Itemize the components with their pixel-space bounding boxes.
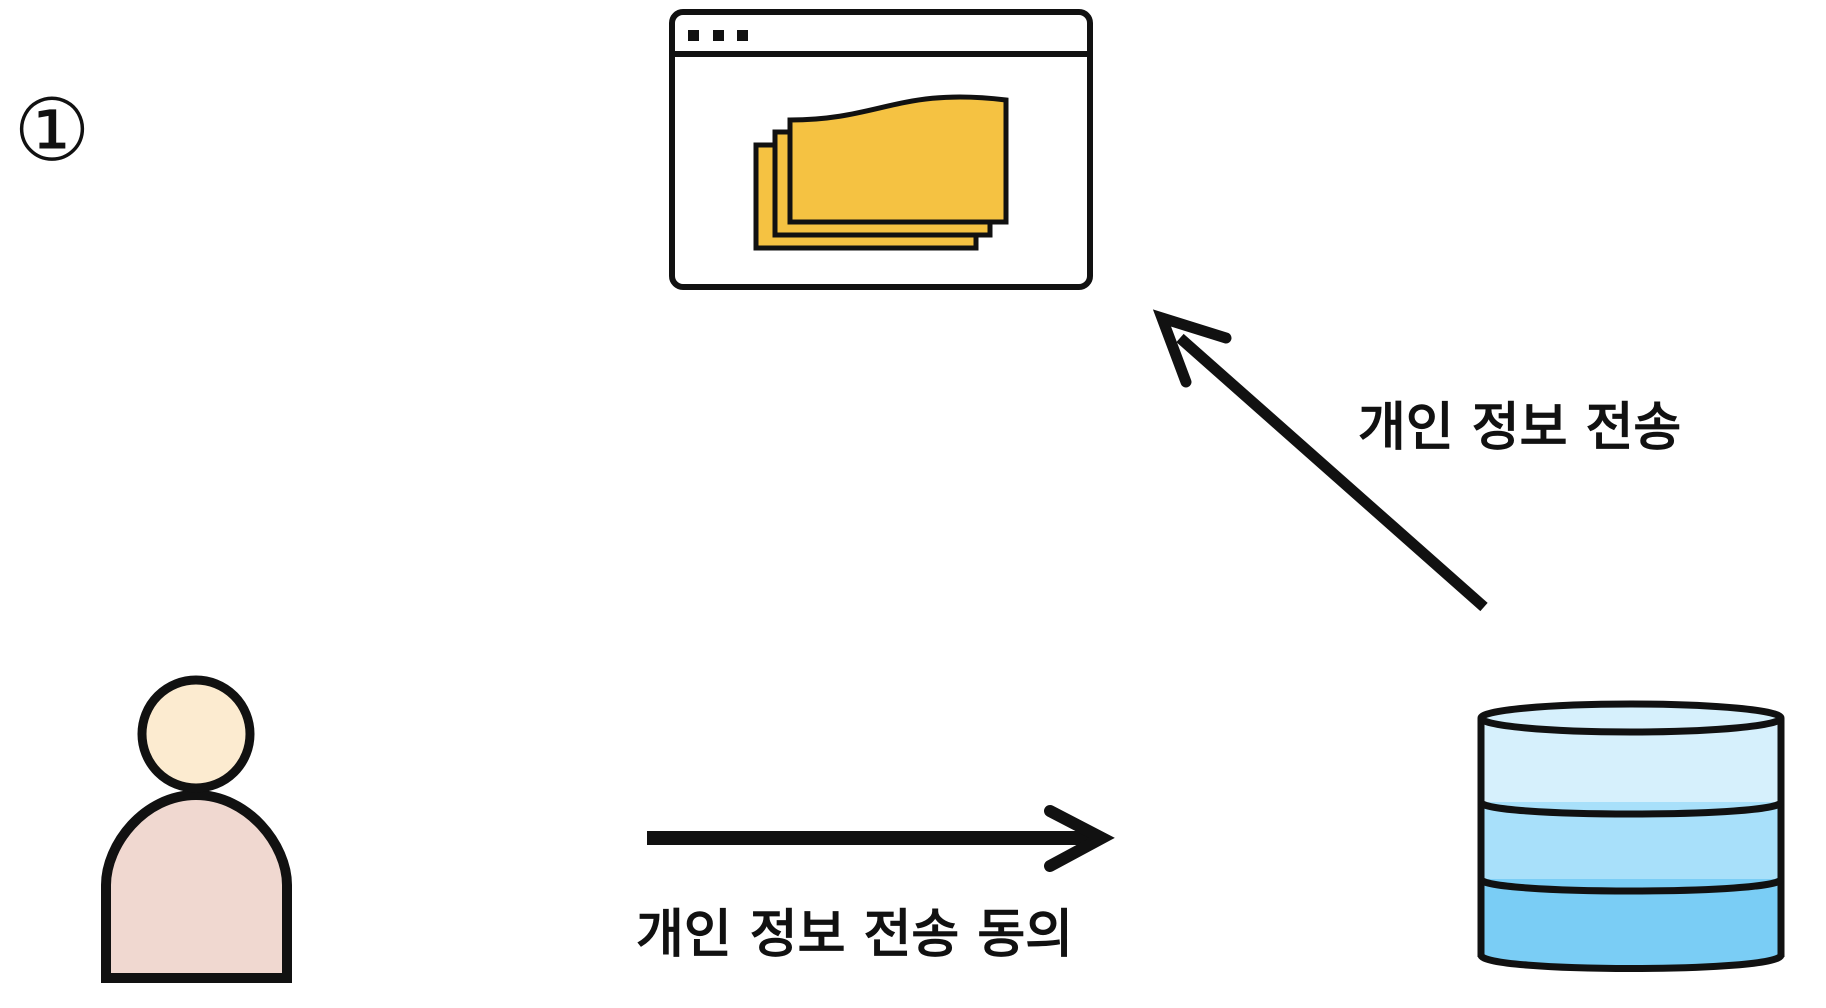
window-dot-icon — [713, 30, 724, 41]
arrow-user-to-db — [647, 805, 1115, 872]
label-send-personal-info: 개인 정보 전송 — [1358, 398, 1681, 458]
browser-window-icon — [669, 9, 1093, 290]
step-marker: ① — [13, 81, 90, 181]
database-icon — [1477, 700, 1785, 972]
window-dot-icon — [737, 30, 748, 41]
arrow-db-to-web — [1152, 309, 1488, 612]
window-dot-icon — [688, 30, 699, 41]
label-consent: 개인 정보 전송 동의 — [636, 905, 1073, 965]
documents-stack-icon — [753, 94, 1009, 251]
person-icon — [101, 675, 292, 983]
